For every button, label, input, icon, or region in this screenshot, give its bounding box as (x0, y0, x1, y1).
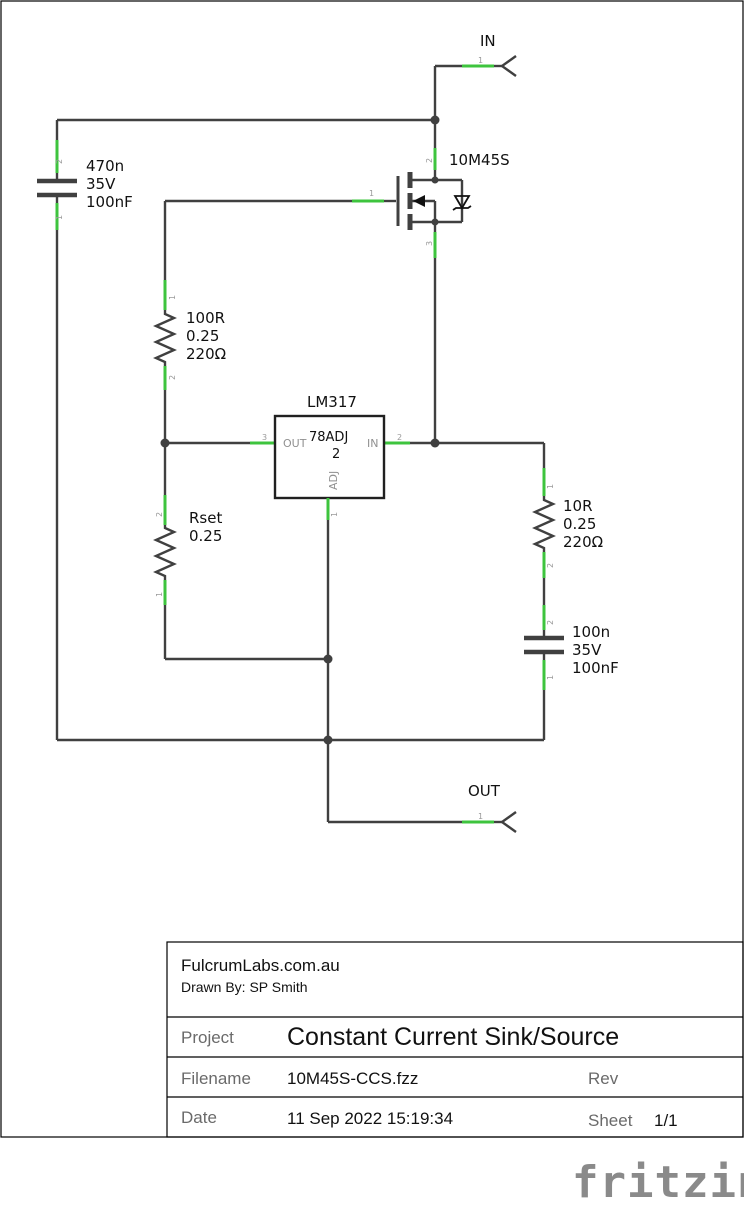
fritzing-logo: fritzing (572, 1157, 744, 1207)
mosfet-10m45s: 1 2 3 10M45S (352, 148, 510, 258)
bulk-cap-label-1: 470n (86, 157, 124, 175)
in-port: IN 1 (462, 32, 517, 77)
rset-label-1: Rset (189, 509, 222, 527)
svg-text:1: 1 (330, 512, 339, 517)
svg-text:2: 2 (55, 159, 64, 164)
svg-text:ADJ: ADJ (327, 471, 340, 490)
snub-cap-label-1: 100n (572, 623, 610, 641)
rset-label-2: 0.25 (189, 527, 222, 545)
sheet-key: Sheet (588, 1111, 633, 1130)
svg-text:1: 1 (546, 484, 555, 489)
snub-res-label-3: 220Ω (563, 533, 603, 551)
date-value: 11 Sep 2022 15:19:34 (287, 1109, 453, 1128)
date-key: Date (181, 1108, 217, 1127)
snubber-capacitor: 2 1 100n 35V 100nF (524, 605, 619, 690)
lm317-regulator: LM317 OUT IN ADJ 78ADJ 2 3 2 1 (250, 393, 410, 520)
regulator-label: LM317 (307, 393, 357, 411)
out-port-label: OUT (468, 782, 501, 800)
svg-text:1: 1 (369, 189, 374, 198)
project-title: Constant Current Sink/Source (287, 1023, 619, 1051)
snub-cap-label-2: 35V (572, 641, 602, 659)
out-port-pin: 1 (478, 812, 483, 821)
svg-text:2: 2 (546, 620, 555, 625)
snub-cap-label-3: 100nF (572, 659, 619, 677)
svg-text:2: 2 (155, 512, 164, 517)
svg-text:1: 1 (155, 592, 164, 597)
in-port-pin: 1 (478, 56, 483, 65)
regulator-inner-2: 2 (332, 447, 340, 462)
in-port-label: IN (480, 32, 496, 50)
snub-res-label-1: 10R (563, 497, 593, 515)
company-name: FulcrumLabs.com.au (181, 956, 340, 975)
svg-text:1: 1 (55, 215, 64, 220)
bulk-cap-label-3: 100nF (86, 193, 133, 211)
gate-res-label-3: 220Ω (186, 345, 226, 363)
svg-text:2: 2 (168, 375, 177, 380)
svg-text:OUT: OUT (283, 437, 307, 450)
svg-text:3: 3 (262, 433, 267, 442)
snubber-resistor: 1 2 10R 0.25 220Ω (532, 468, 603, 578)
sheet-value: 1/1 (654, 1111, 678, 1130)
bulk-capacitor: 2 1 470n 35V 100nF (37, 140, 133, 230)
svg-text:IN: IN (367, 437, 378, 450)
mosfet-label: 10M45S (449, 151, 510, 169)
rset-resistor: 2 1 Rset 0.25 (153, 495, 222, 605)
bulk-cap-label-2: 35V (86, 175, 116, 193)
filename-key: Filename (181, 1069, 251, 1088)
junction-nodes (160, 115, 440, 745)
svg-text:3: 3 (425, 241, 434, 246)
gate-res-label-2: 0.25 (186, 327, 219, 345)
svg-text:2: 2 (397, 433, 402, 442)
svg-text:2: 2 (425, 158, 434, 163)
regulator-inner-1: 78ADJ (309, 430, 348, 445)
gate-resistor: 1 2 100R 0.25 220Ω (153, 280, 226, 390)
gate-res-label-1: 100R (186, 309, 225, 327)
svg-text:1: 1 (546, 675, 555, 680)
svg-text:2: 2 (546, 563, 555, 568)
project-key: Project (181, 1028, 234, 1047)
drawn-by: Drawn By: SP Smith (181, 979, 308, 995)
wires (55, 64, 546, 824)
title-block: FulcrumLabs.com.au Drawn By: SP Smith Pr… (166, 941, 744, 1138)
svg-text:1: 1 (168, 295, 177, 300)
filename-value: 10M45S-CCS.fzz (287, 1069, 418, 1088)
rev-key: Rev (588, 1069, 619, 1088)
snub-res-label-2: 0.25 (563, 515, 596, 533)
out-port: OUT 1 (462, 782, 517, 833)
